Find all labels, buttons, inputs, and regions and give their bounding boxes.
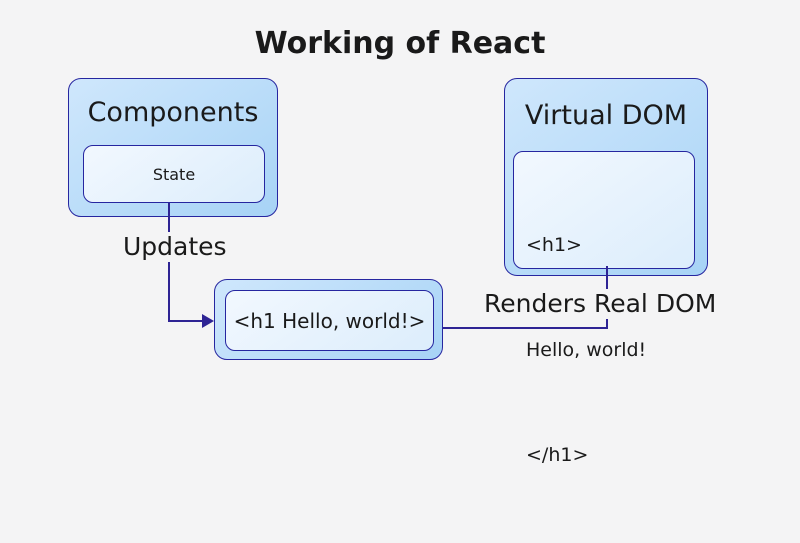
real-dom-inner-node: <h1 Hello, world!>	[225, 290, 434, 351]
virtual-dom-node: Virtual DOM <h1> Hello, world! </h1>	[504, 78, 708, 466]
real-dom-label: <h1 Hello, world!>	[233, 308, 426, 333]
components-label: Components	[87, 96, 259, 128]
state-label: State	[152, 164, 196, 184]
vdom-code-line-1: <h1>	[526, 234, 582, 256]
renders-edge-label: Renders Real DOM	[479, 289, 722, 319]
components-node: Components State	[68, 78, 278, 217]
vdom-code-lines: <h1> Hello, world! </h1>	[526, 158, 690, 543]
updates-edge-vertical-line	[168, 203, 170, 321]
updates-edge-label: Updates	[118, 232, 232, 262]
vdom-code-line-2: Hello, world!	[526, 339, 647, 361]
updates-edge-horizontal-line	[168, 320, 204, 322]
vdom-code-node: <h1> Hello, world! </h1>	[513, 151, 695, 466]
real-dom-node: <h1 Hello, world!>	[214, 279, 443, 360]
renders-edge-horizontal-line	[443, 327, 608, 329]
state-node: State	[83, 145, 265, 203]
updates-arrowhead-icon	[202, 314, 214, 328]
vdom-code-line-3: </h1>	[526, 444, 589, 466]
diagram-canvas: Working of React Components State Virtua…	[68, 26, 722, 466]
virtual-dom-label: Virtual DOM	[524, 99, 688, 131]
diagram-title: Working of React	[254, 26, 546, 61]
